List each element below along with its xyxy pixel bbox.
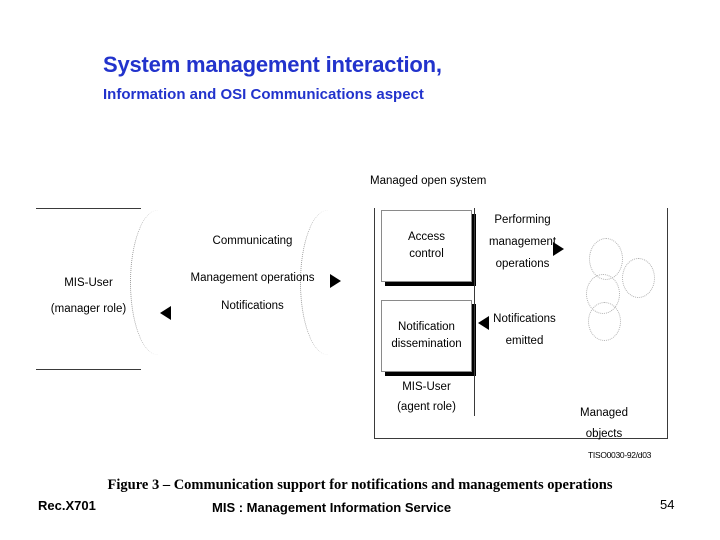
footer-mis-definition: MIS : Management Information Service — [212, 500, 452, 515]
figure-caption: Figure 3 – Communication support for not… — [107, 477, 613, 493]
slide-title: System management interaction, — [103, 52, 442, 77]
channel-label-management-operations: Management operations — [190, 272, 315, 284]
performing-flow-line1: Performing — [494, 214, 551, 226]
channel-label-notifications: Notifications — [221, 300, 284, 312]
performing-flow-line3: operations — [495, 258, 550, 270]
notifications-emitted-line2: emitted — [505, 335, 544, 347]
notification-dissemination-line1: Notification — [398, 321, 455, 333]
managed-open-system-right-border — [667, 208, 668, 438]
mis-user-top-rule — [36, 208, 141, 209]
agent-objects-separator — [474, 208, 475, 416]
arrow-right-to-agent-icon — [330, 274, 341, 288]
managed-open-system-label: Managed open system — [370, 175, 487, 187]
footer-page-number: 54 — [660, 497, 675, 512]
notification-dissemination-box: Notification dissemination — [381, 300, 472, 372]
channel-arc-right — [300, 210, 356, 355]
figure-diagram: Managed open system MIS-User (manager ro… — [0, 150, 720, 480]
notification-dissemination-line2: dissemination — [391, 338, 462, 350]
managed-open-system-left-border — [374, 208, 375, 438]
mis-user-agent-line2: (agent role) — [397, 401, 456, 413]
mis-user-manager-line2: (manager role) — [50, 303, 127, 315]
itu-drawing-code: TISO0030-92/d03 — [588, 450, 652, 460]
mis-user-bottom-rule — [36, 369, 141, 370]
mis-user-manager-line1: MIS-User — [64, 277, 113, 289]
managed-open-system-bottom-border — [374, 438, 668, 439]
managed-object-blob-2 — [622, 258, 655, 298]
managed-objects-line1: Managed — [580, 407, 628, 419]
access-control-box: Access control — [381, 210, 472, 282]
performing-flow-line2: management — [488, 236, 557, 248]
managed-objects-line2: objects — [585, 428, 623, 440]
channel-label-communicating: Communicating — [212, 235, 293, 247]
channel-arc-left — [130, 210, 186, 355]
arrow-left-to-manager-icon — [160, 306, 171, 320]
access-control-line2: control — [409, 248, 444, 260]
notifications-emitted-line1: Notifications — [493, 313, 556, 325]
access-control-line1: Access — [407, 231, 446, 243]
footer-recommendation: Rec.X701 — [38, 498, 96, 513]
managed-object-blob-4 — [588, 302, 621, 341]
arrow-from-managed-objects-icon — [478, 316, 489, 330]
arrow-to-managed-objects-icon — [553, 242, 564, 256]
mis-user-agent-line1: MIS-User — [402, 381, 451, 393]
slide-subtitle: Information and OSI Communications aspec… — [103, 86, 424, 103]
